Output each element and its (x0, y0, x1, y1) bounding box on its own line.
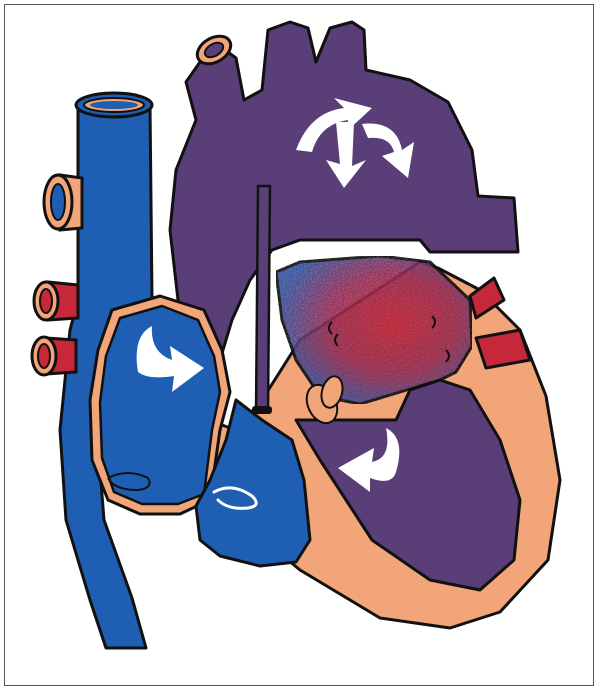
shunt-vessel-band (252, 406, 272, 414)
pulmonary-veins-left (32, 175, 82, 375)
shunt-vessel (256, 186, 270, 412)
